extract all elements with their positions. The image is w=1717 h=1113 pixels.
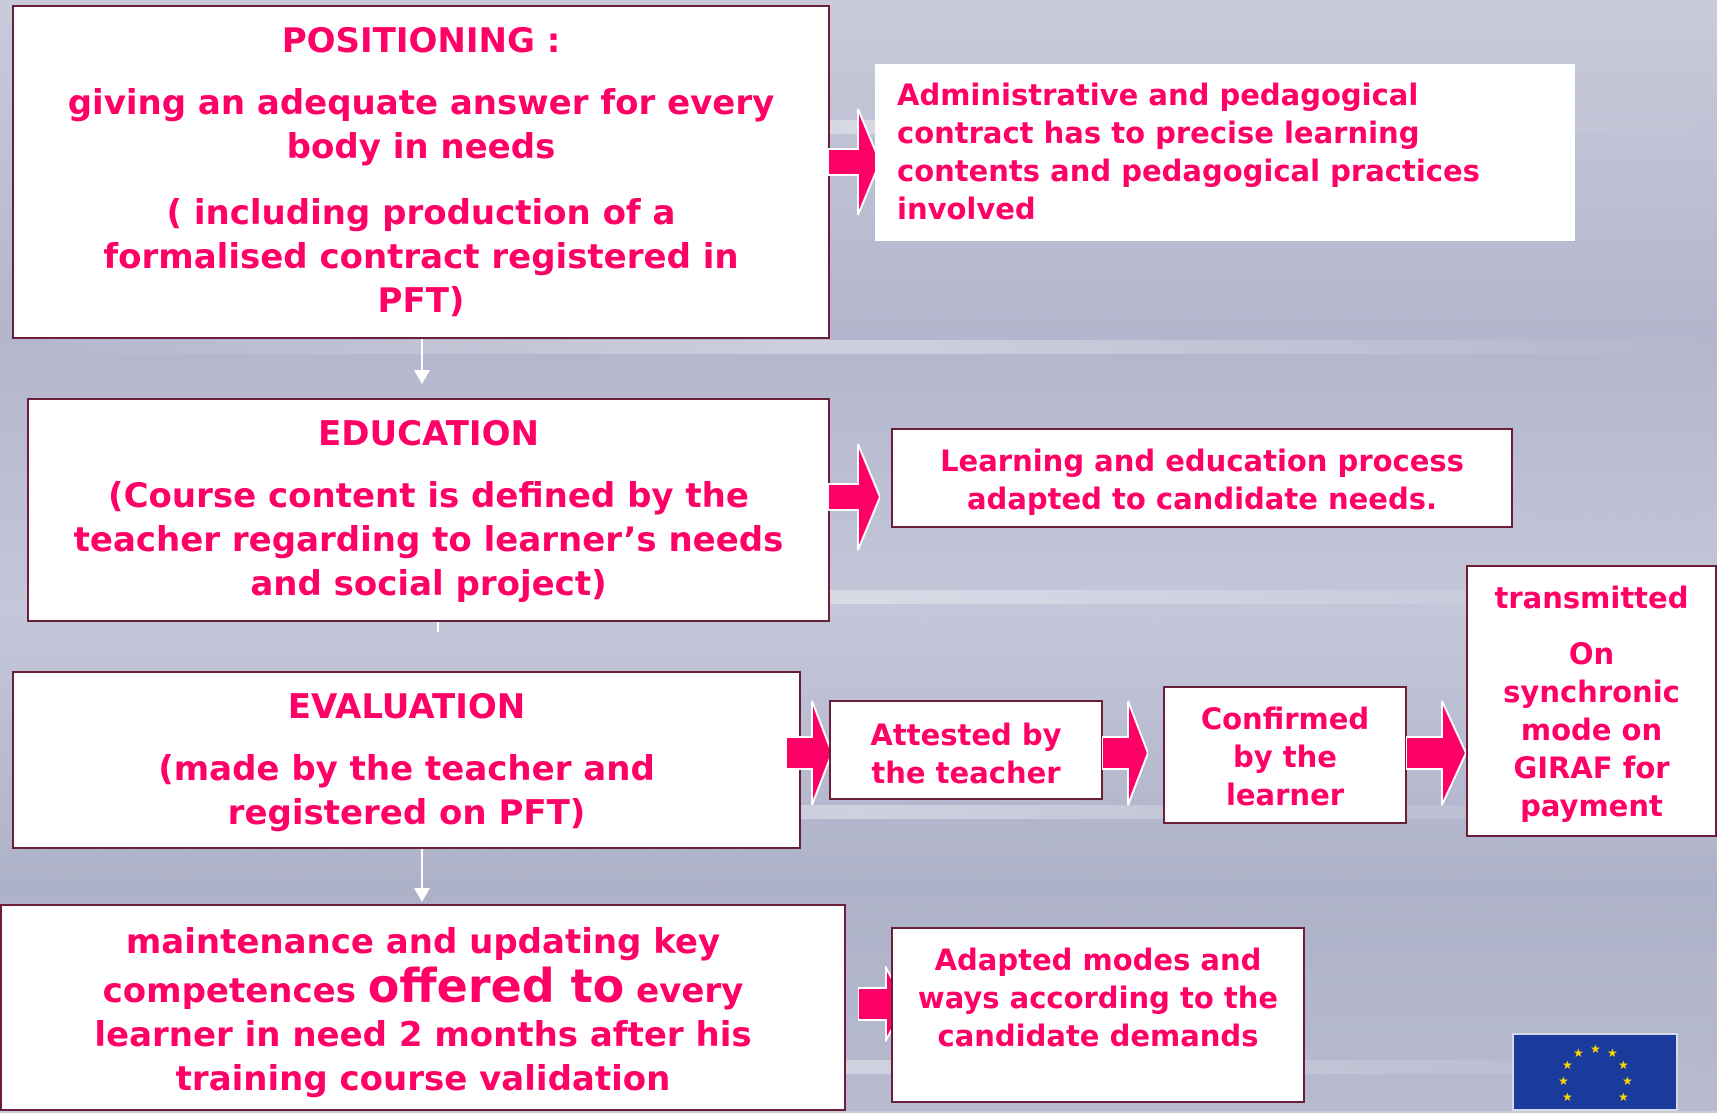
evaluation-description: (made by the teacher and registered on P… <box>158 749 655 833</box>
transmitted-box: transmitted On synchronic mode on GIRAF … <box>1466 565 1717 837</box>
down-arrow-icon <box>421 339 423 371</box>
maintenance-text-part1: maintenance and updating key competences <box>102 922 721 1011</box>
maintenance-text-part2: every learner in need 2 months after his… <box>94 971 752 1099</box>
svg-text:★: ★ <box>1573 1046 1584 1060</box>
education-description: (Course content is defined by the teache… <box>73 476 784 604</box>
positioning-contract-note: ( including production of a formalised c… <box>103 193 739 321</box>
right-block-arrow-icon <box>828 443 880 551</box>
eu-flag-icon: ★ ★ ★ ★ ★ ★ ★ ★ ★ <box>1512 1033 1678 1111</box>
positioning-description: giving an adequate answer for every body… <box>67 83 775 167</box>
eu-stars-icon: ★ ★ ★ ★ ★ ★ ★ ★ ★ <box>1558 1042 1633 1104</box>
right-block-arrow-icon <box>828 108 880 216</box>
adapted-modes-text: Adapted modes and ways according to the … <box>917 943 1279 1053</box>
admin-contract-box: Administrative and pedagogical contract … <box>875 64 1575 241</box>
maintenance-text: maintenance and updating key competences… <box>2 920 844 1101</box>
right-block-arrow-icon <box>1102 700 1148 806</box>
right-block-arrow-icon <box>786 700 832 806</box>
svg-text:★: ★ <box>1562 1090 1573 1104</box>
right-block-arrow-icon <box>1406 700 1466 806</box>
confirmed-box: Confirmed by the learner <box>1163 686 1407 824</box>
background-streak <box>0 340 1717 354</box>
svg-text:★: ★ <box>1562 1058 1573 1072</box>
positioning-box: POSITIONING : giving an adequate answer … <box>12 5 830 339</box>
svg-text:★: ★ <box>1590 1042 1601 1056</box>
education-box: EDUCATION (Course content is defined by … <box>27 398 830 622</box>
attested-box: Attested by the teacher <box>829 700 1103 800</box>
maintenance-box: maintenance and updating key competences… <box>0 904 846 1111</box>
evaluation-title: EVALUATION <box>287 687 526 727</box>
adapted-modes-box: Adapted modes and ways according to the … <box>891 927 1305 1103</box>
down-arrow-head <box>414 888 430 902</box>
svg-text:★: ★ <box>1607 1046 1618 1060</box>
learning-process-text: Learning and education process adapted t… <box>940 444 1464 516</box>
learning-process-box: Learning and education process adapted t… <box>891 428 1513 528</box>
transmitted-text: On synchronic mode on GIRAF for payment <box>1503 637 1680 823</box>
evaluation-box: EVALUATION (made by the teacher and regi… <box>12 671 801 849</box>
attested-text: Attested by the teacher <box>870 718 1062 790</box>
down-arrow-head <box>414 370 430 384</box>
admin-contract-text: Administrative and pedagogical contract … <box>897 78 1480 226</box>
transmitted-title: transmitted <box>1494 581 1689 615</box>
positioning-title: POSITIONING : <box>281 21 561 61</box>
svg-text:★: ★ <box>1618 1058 1629 1072</box>
down-arrow-icon <box>421 849 423 889</box>
connector-line <box>437 622 439 632</box>
maintenance-emphasis: offered to <box>367 959 625 1013</box>
education-title: EDUCATION <box>318 414 539 454</box>
svg-text:★: ★ <box>1558 1074 1569 1088</box>
svg-text:★: ★ <box>1618 1090 1629 1104</box>
svg-text:★: ★ <box>1622 1074 1633 1088</box>
confirmed-text: Confirmed by the learner <box>1200 702 1370 812</box>
